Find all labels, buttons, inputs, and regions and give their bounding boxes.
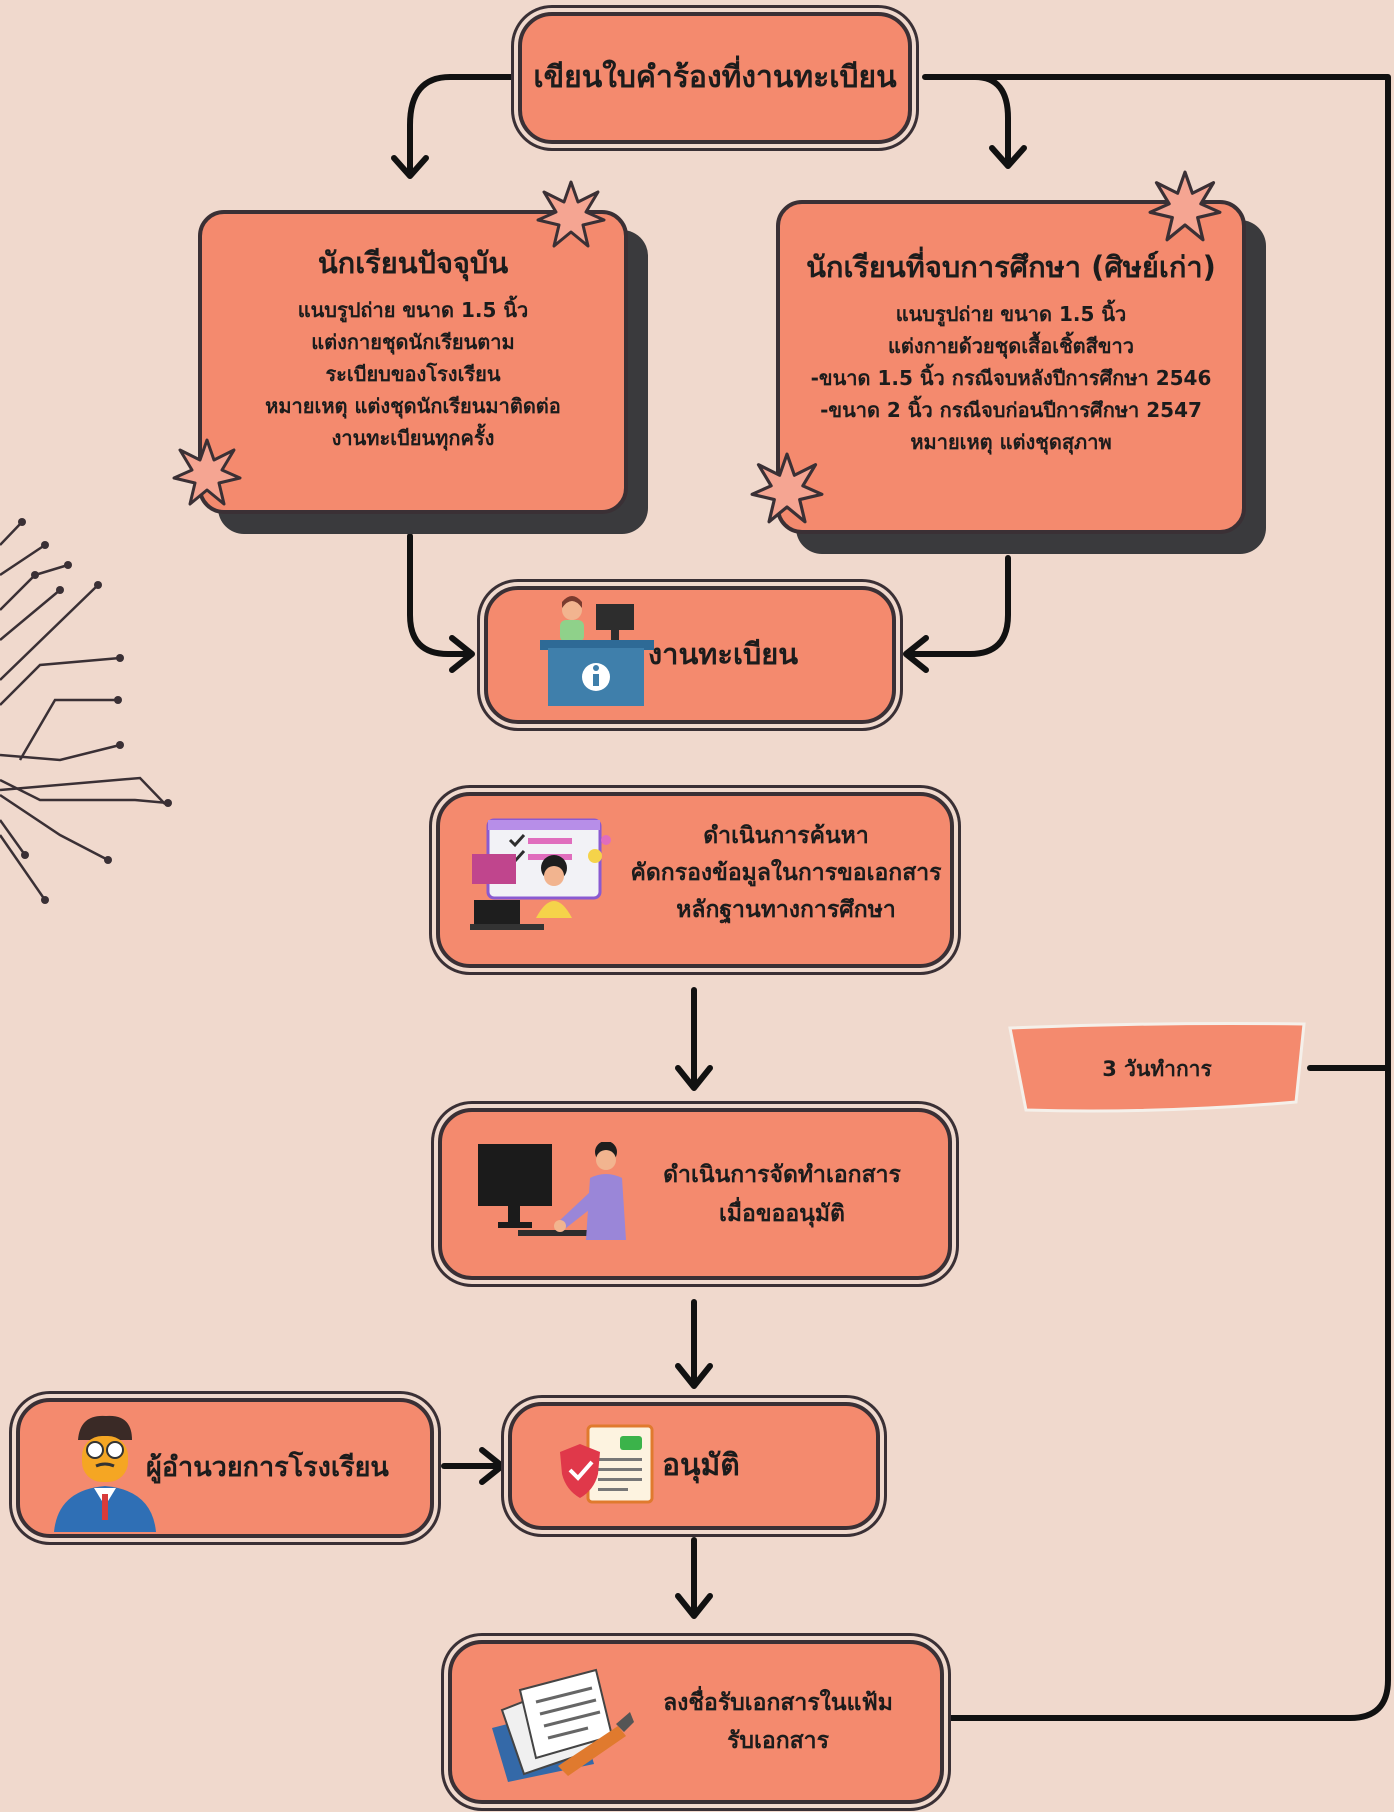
search-line: ดำเนินการค้นหา bbox=[703, 823, 869, 849]
graduate-line: แต่งกายด้วยชุดเสื้อเชิ้ตสีขาว bbox=[888, 334, 1134, 358]
sign-line: ลงชื่อรับเอกสารในแฟ้ม bbox=[663, 1690, 893, 1716]
duration-label: 3 วันทำการ bbox=[1102, 1056, 1212, 1081]
graduate-card: นักเรียนที่จบการศึกษา (ศิษย์เก่า) แนบรูป… bbox=[776, 200, 1246, 534]
current-student-card: นักเรียนปัจจุบัน แนบรูปถ่าย ขนาด 1.5 นิ้… bbox=[198, 210, 628, 514]
prepare-line: เมื่อขออนุมัติ bbox=[718, 1201, 845, 1227]
star-icon bbox=[1148, 170, 1222, 242]
current-student-line: หมายเหตุ แต่งชุดนักเรียนมาติดต่อ bbox=[265, 394, 561, 418]
circuit-decoration bbox=[0, 521, 169, 901]
registrar-node: งานทะเบียน bbox=[484, 586, 896, 724]
graduate-line: หมายเหตุ แต่งชุดสุภาพ bbox=[910, 430, 1112, 454]
current-student-line: แต่งกายชุดนักเรียนตาม bbox=[311, 330, 515, 354]
current-student-title: นักเรียนปัจจุบัน bbox=[317, 246, 509, 280]
search-line: หลักฐานทางการศึกษา bbox=[676, 897, 896, 923]
sign-text: ลงชื่อรับเอกสารในแฟ้ม รับเอกสาร bbox=[638, 1684, 918, 1760]
graduate-line: -ขนาด 1.5 นิ้ว กรณีจบหลังปีการศึกษา 2546 bbox=[810, 366, 1212, 390]
approve-label: อนุมัติ bbox=[662, 1447, 740, 1483]
arrow-graduate-to-registrar bbox=[907, 555, 1011, 657]
star-icon bbox=[172, 438, 242, 506]
registrar-label: งานทะเบียน bbox=[648, 637, 799, 672]
graduate-title: นักเรียนที่จบการศึกษา (ศิษย์เก่า) bbox=[806, 250, 1216, 284]
director-node: ผู้อำนวยการโรงเรียน bbox=[16, 1398, 434, 1538]
arrow-return-line bbox=[947, 74, 1391, 1721]
papers-icon bbox=[492, 1668, 634, 1782]
duration-badge: 3 วันทำการ bbox=[1006, 1018, 1308, 1120]
arrow-current-to-registrar bbox=[407, 533, 473, 657]
shield-document-icon bbox=[560, 1424, 654, 1504]
computer-man-icon bbox=[478, 1142, 626, 1240]
search-text: ดำเนินการค้นหา คัดกรองข้อมูลในการขอเอกสา… bbox=[626, 818, 946, 929]
current-student-line: งานทะเบียนทุกครั้ง bbox=[331, 426, 495, 450]
receptionist-icon bbox=[540, 596, 654, 706]
sign-node: ลงชื่อรับเอกสารในแฟ้ม รับเอกสาร bbox=[448, 1640, 944, 1804]
current-student-line: แนบรูปถ่าย ขนาด 1.5 นิ้ว bbox=[297, 298, 529, 322]
graduate-line: แนบรูปถ่าย ขนาด 1.5 นิ้ว bbox=[895, 302, 1127, 326]
prepare-text: ดำเนินการจัดทำเอกสาร เมื่อขออนุมัติ bbox=[648, 1156, 916, 1234]
star-icon bbox=[750, 452, 824, 524]
prepare-node: ดำเนินการจัดทำเอกสาร เมื่อขออนุมัติ bbox=[438, 1108, 952, 1280]
approve-node: อนุมัติ bbox=[508, 1402, 880, 1530]
search-node: ดำเนินการค้นหา คัดกรองข้อมูลในการขอเอกสา… bbox=[436, 792, 954, 968]
director-label: ผู้อำนวยการโรงเรียน bbox=[146, 1451, 389, 1483]
star-icon bbox=[536, 180, 606, 248]
search-line: คัดกรองข้อมูลในการขอเอกสาร bbox=[630, 860, 942, 886]
checklist-woman-icon bbox=[470, 818, 611, 930]
current-student-line: ระเบียบของโรงเรียน bbox=[325, 362, 501, 386]
director-icon bbox=[54, 1415, 156, 1532]
arrow-start-to-current bbox=[407, 74, 518, 178]
sign-line: รับเอกสาร bbox=[727, 1728, 829, 1754]
start-label: เขียนใบคำร้องที่งานทะเบียน bbox=[533, 59, 897, 95]
start-node: เขียนใบคำร้องที่งานทะเบียน bbox=[518, 12, 912, 144]
prepare-line: ดำเนินการจัดทำเอกสาร bbox=[663, 1162, 901, 1188]
graduate-line: -ขนาด 2 นิ้ว กรณีจบก่อนปีการศึกษา 2547 bbox=[820, 398, 1202, 422]
